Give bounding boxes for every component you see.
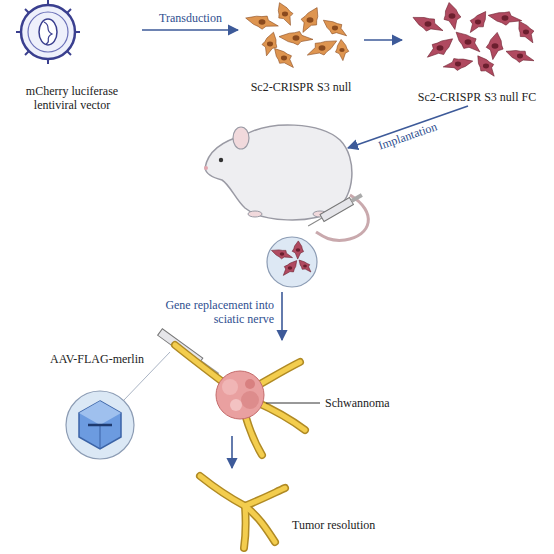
- schwannoma-tumor: [216, 371, 264, 419]
- illustrated-step: Sc2-CRISPR S3 null: [240, 2, 362, 94]
- implant-inset: [267, 237, 317, 287]
- nucleus: [483, 64, 489, 69]
- step-label: Sc2-CRISPR S3 null: [251, 80, 352, 94]
- cell: [478, 56, 494, 76]
- process-arrow: [142, 29, 238, 31]
- cell: [519, 21, 534, 43]
- nucleus: [296, 248, 301, 252]
- cell: [413, 17, 443, 31]
- nucleus: [523, 30, 529, 35]
- cell-cluster: [246, 3, 349, 68]
- cell: [301, 8, 318, 33]
- step-label: Gene replacement into sciatic nerve: [160, 298, 274, 326]
- cell: [443, 59, 473, 71]
- nucleus: [281, 56, 287, 61]
- cell: [470, 12, 486, 33]
- nucleus: [267, 42, 273, 47]
- cell: [486, 32, 503, 59]
- nucleus: [517, 54, 523, 59]
- gene-replacement-arrow: [281, 292, 283, 340]
- step-label: mCherry luciferase lentiviral vector: [4, 84, 140, 112]
- arrow-label: Implantation: [376, 119, 439, 152]
- nucleus: [425, 21, 432, 26]
- nucleus: [332, 26, 338, 31]
- cell: [262, 32, 277, 56]
- cell: [283, 261, 296, 276]
- nucleus: [259, 19, 266, 24]
- aav-capsid: [66, 391, 134, 459]
- cell-cluster: [272, 241, 311, 276]
- arrow-label: Transduction: [159, 11, 222, 25]
- nucleus: [303, 265, 307, 268]
- nucleus: [319, 45, 326, 50]
- nucleus: [293, 35, 300, 40]
- nucleus: [475, 20, 481, 25]
- nucleus: [288, 266, 293, 270]
- cell: [456, 32, 480, 52]
- mouse: [204, 125, 368, 240]
- cell: [427, 39, 452, 57]
- nucleus: [465, 39, 472, 44]
- tumor-label: Schwannoma: [325, 396, 390, 410]
- syringe: [306, 192, 364, 230]
- resolution-arrow: [231, 436, 233, 468]
- cell: [323, 20, 346, 36]
- cell: [444, 3, 461, 30]
- cell: [336, 39, 349, 60]
- nucleus: [280, 252, 285, 256]
- cell: [272, 250, 293, 259]
- cell: [506, 51, 534, 63]
- cell: [246, 16, 279, 29]
- nucleus: [307, 17, 314, 22]
- step-label: Sc2-CRISPR S3 null FC: [418, 90, 536, 104]
- nucleus: [492, 43, 499, 48]
- cell: [488, 12, 522, 26]
- cell: [292, 241, 303, 259]
- nucleus: [502, 15, 509, 20]
- nucleus: [455, 62, 461, 67]
- vector-label: AAV-FLAG-merlin: [50, 352, 144, 366]
- cell: [299, 260, 311, 272]
- sciatic-nerve: [175, 345, 305, 455]
- nucleus: [437, 45, 444, 50]
- leader-line: [266, 403, 320, 404]
- cell: [307, 41, 336, 55]
- sciatic-nerve: [200, 476, 285, 548]
- lentivirus-icon: [16, 0, 80, 64]
- illustrated-step: mCherry luciferase lentiviral vector: [4, 2, 140, 112]
- nucleus: [339, 48, 344, 52]
- nucleus: [282, 12, 288, 17]
- cell: [278, 3, 293, 26]
- outcome-label: Tumor resolution: [292, 518, 375, 532]
- cell: [279, 31, 313, 45]
- cell-cluster: [413, 3, 534, 77]
- nucleus: [449, 13, 456, 18]
- cell: [275, 49, 294, 68]
- process-arrow: [364, 39, 402, 41]
- illustrated-step: Sc2-CRISPR S3 null FC: [404, 2, 550, 104]
